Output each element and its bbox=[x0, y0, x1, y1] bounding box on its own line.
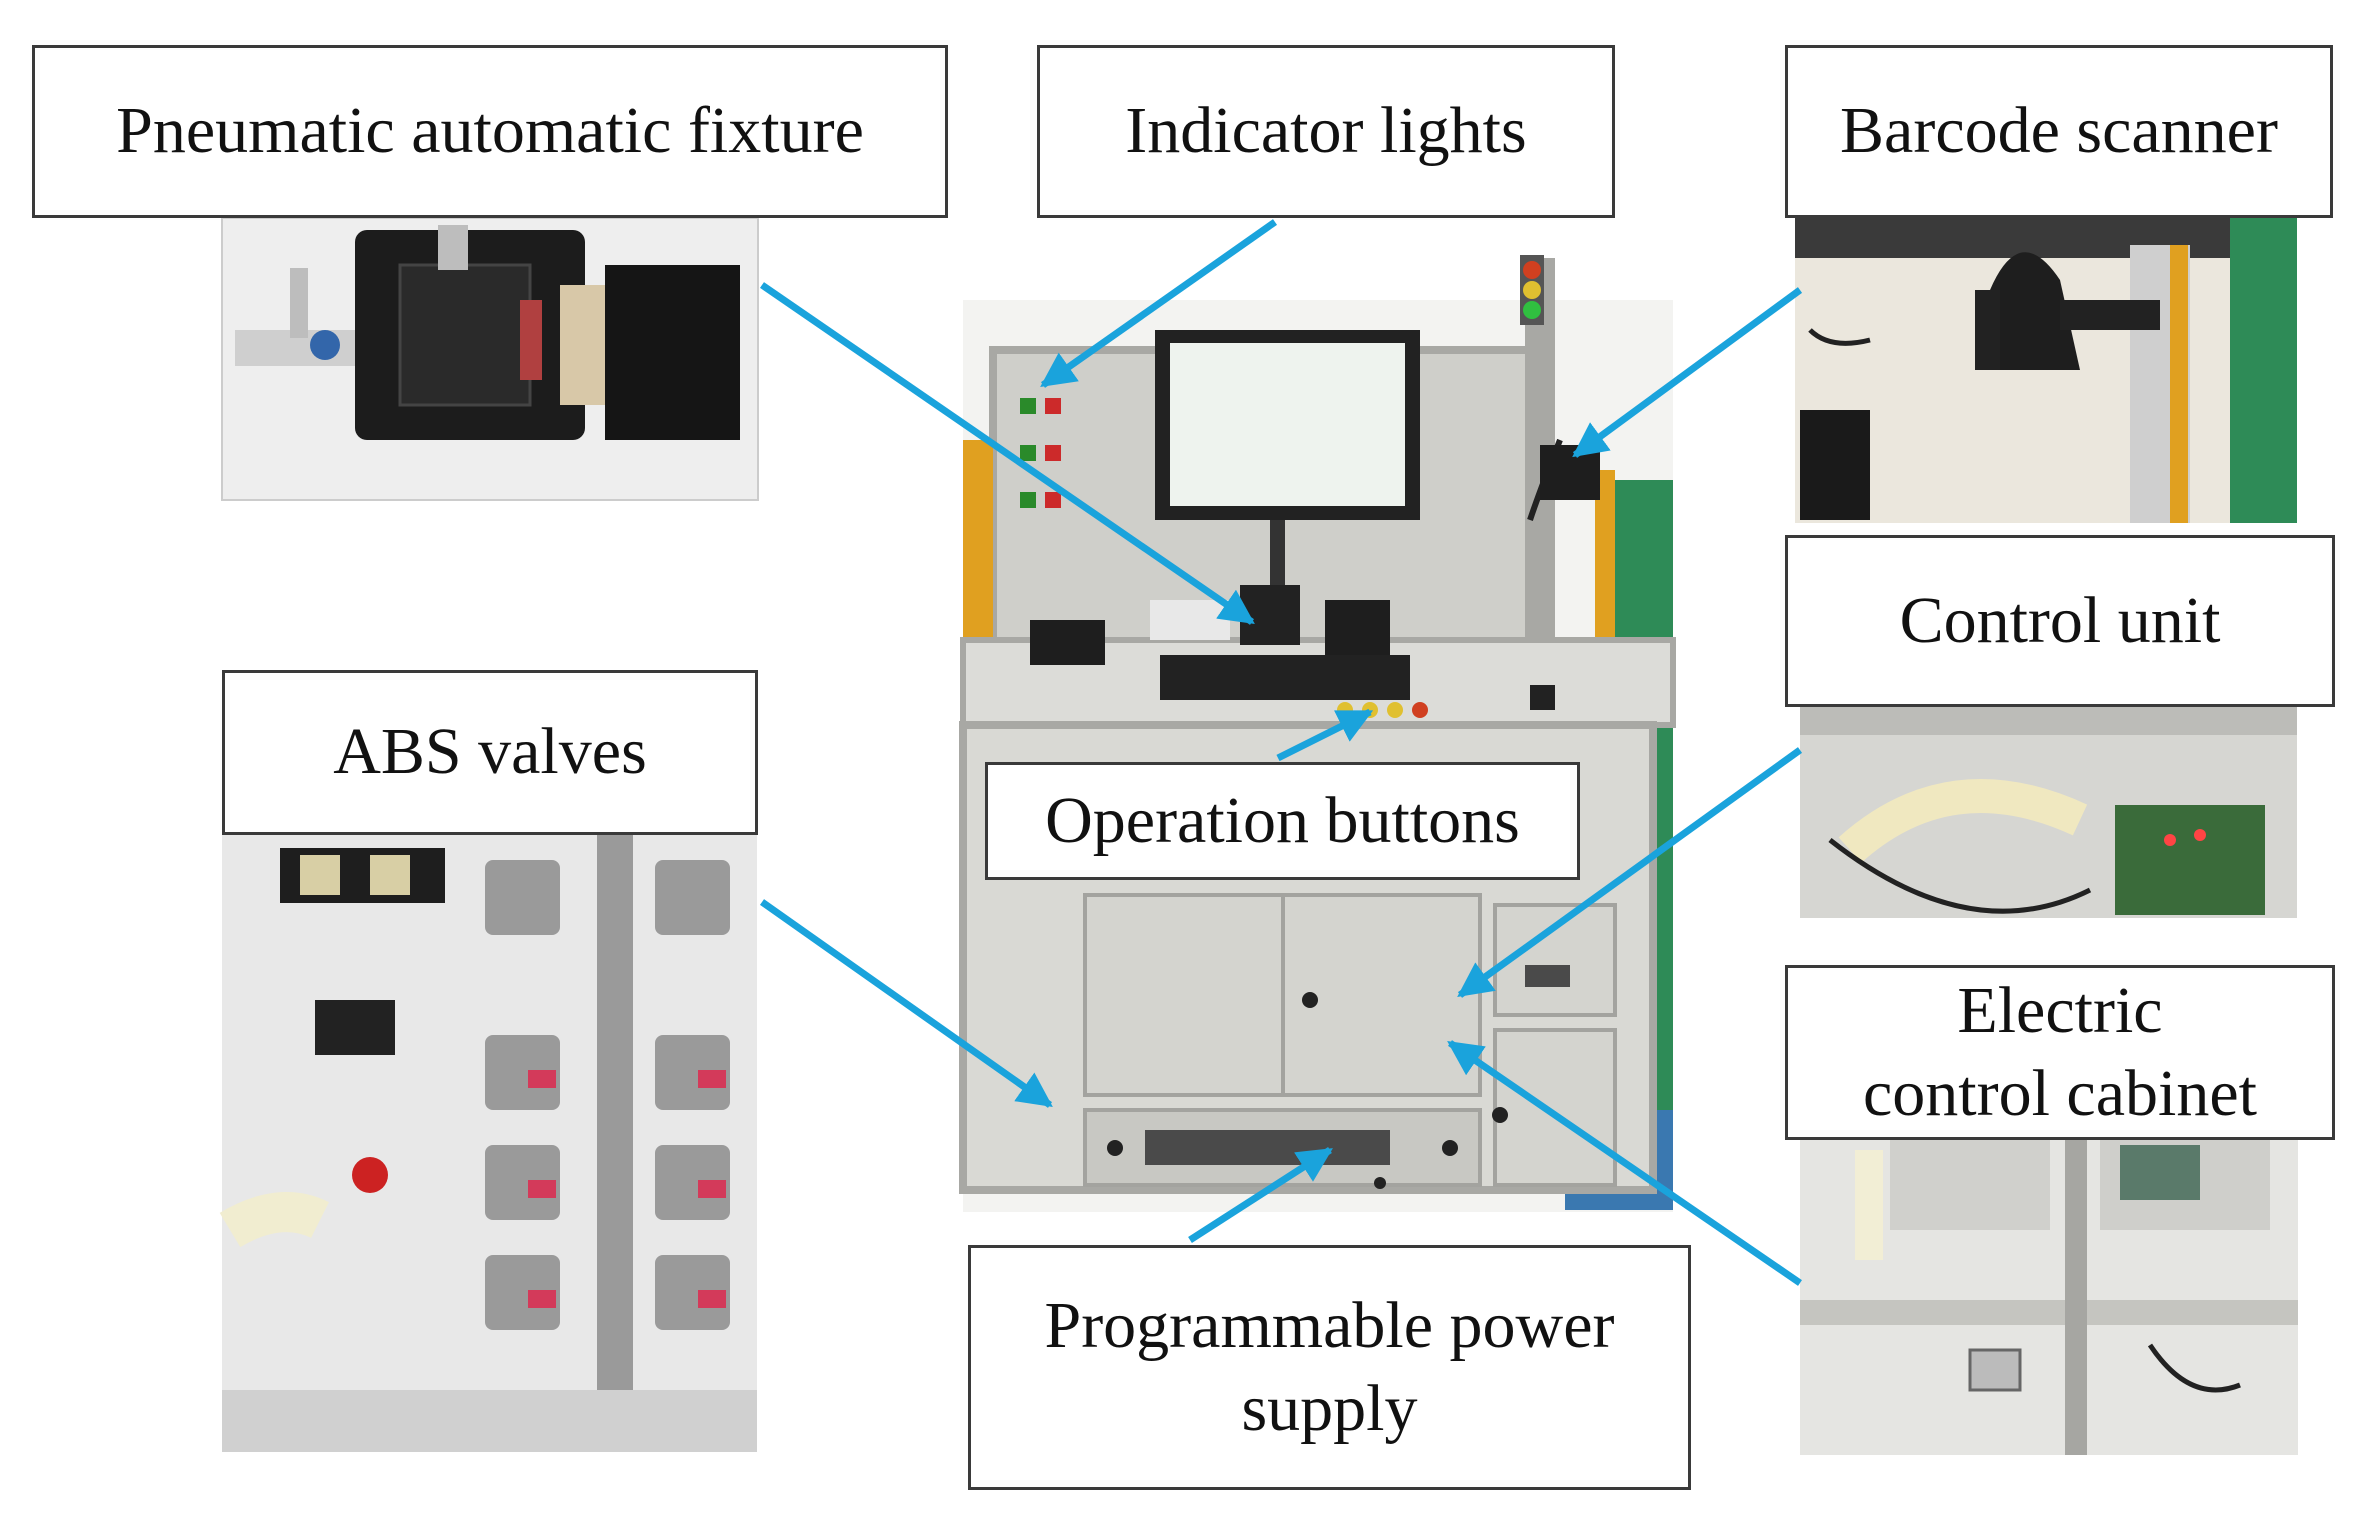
barcode-scanner-photo bbox=[1795, 218, 2297, 523]
abs-valves-photo bbox=[219, 832, 757, 1452]
arrow-operation-buttons bbox=[1276, 708, 1374, 762]
label-indicator-lights: Indicator lights bbox=[1037, 45, 1615, 218]
indicator-lamps bbox=[1020, 398, 1061, 508]
arrow-power-supply bbox=[1188, 1147, 1333, 1243]
label-control-unit: Control unit bbox=[1785, 535, 2335, 707]
control-unit-photo bbox=[1800, 705, 2297, 918]
arrow-indicator-lights bbox=[1040, 219, 1278, 388]
arrow-control-unit bbox=[1457, 747, 1803, 998]
arrow-abs-valves bbox=[759, 899, 1053, 1108]
arrow-barcode-scanner bbox=[1572, 287, 1803, 458]
label-abs-valves: ABS valves bbox=[222, 670, 758, 835]
label-operation-buttons: Operation buttons bbox=[985, 762, 1580, 880]
pneumatic-fixture-photo bbox=[221, 217, 759, 501]
label-electric-control-cabinet: Electric control cabinet bbox=[1785, 965, 2335, 1140]
label-barcode-scanner: Barcode scanner bbox=[1785, 45, 2333, 218]
test-bench-photo bbox=[959, 255, 1676, 1212]
label-programmable-power-supply: Programmable power supply bbox=[968, 1245, 1691, 1490]
arrow-electric-cabinet bbox=[1447, 1040, 1802, 1286]
operation-button-knobs bbox=[1337, 685, 1555, 718]
label-pneumatic-fixture: Pneumatic automatic fixture bbox=[32, 45, 948, 218]
electric-cabinet-photo bbox=[1800, 1135, 2298, 1455]
arrow-fixture bbox=[760, 282, 1255, 625]
pointer-arrows bbox=[759, 219, 1803, 1286]
